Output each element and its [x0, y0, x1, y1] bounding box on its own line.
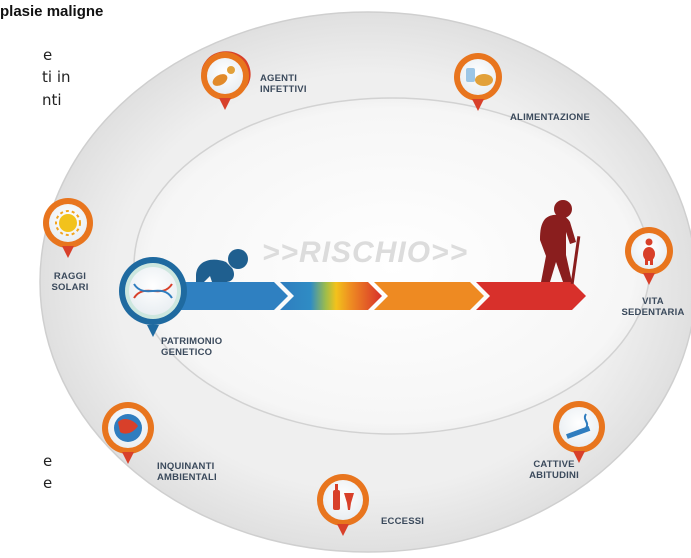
marker-eccessi	[317, 474, 369, 536]
arrow-segment-3	[374, 282, 484, 310]
label-raggi-solari: RAGGI SOLARI	[51, 271, 89, 293]
marker-alimentazione	[454, 53, 502, 111]
arrow-segment-1	[160, 282, 288, 310]
marker-agenti-infettivi	[201, 51, 251, 110]
text-fragment: e	[43, 474, 53, 492]
marker-cattive-abitudini	[553, 401, 605, 463]
label-inquinanti-ambientali: INQUINANTI AMBIENTALI	[157, 461, 217, 483]
text-fragment: e	[43, 46, 53, 64]
arrow-segment-2	[280, 282, 382, 310]
food-icon	[466, 68, 493, 86]
risk-arrow	[160, 282, 586, 310]
marker-vita-sedentaria	[625, 227, 673, 285]
arrow-segment-4	[476, 282, 586, 310]
marker-inquinanti-ambientali	[102, 402, 154, 464]
sun-icon	[55, 210, 81, 236]
marker-patrimonio-genetico	[119, 257, 187, 337]
dna-icon	[133, 283, 173, 299]
page-title-fragment: plasie maligne	[0, 3, 104, 20]
label-cattive-abitudini: CATTIVE ABITUDINI	[529, 459, 579, 481]
bottle-glass-icon	[333, 484, 354, 510]
cigarette-icon	[566, 413, 591, 439]
baby-icon	[196, 249, 248, 282]
overweight-person-icon	[643, 238, 655, 265]
label-patrimonio-genetico: PATRIMONIO GENETICO	[161, 336, 223, 358]
elderly-person-icon	[540, 200, 581, 285]
label-alimentazione: ALIMENTAZIONE	[510, 112, 591, 123]
text-fragment: nti	[42, 91, 62, 109]
label-vita-sedentaria: VITA SEDENTARIA	[621, 296, 685, 318]
label-agenti-infettivi: AGENTI INFETTIVI	[260, 73, 307, 95]
marker-raggi-solari	[43, 198, 93, 258]
polluted-earth-icon	[114, 414, 142, 442]
virus-bacteria-icon	[212, 66, 235, 86]
text-fragment: ti in	[42, 68, 71, 86]
text-fragment: e	[43, 452, 53, 470]
center-risk-label: >>RISCHIO>>	[262, 236, 469, 269]
label-eccessi: ECCESSI	[381, 516, 425, 527]
